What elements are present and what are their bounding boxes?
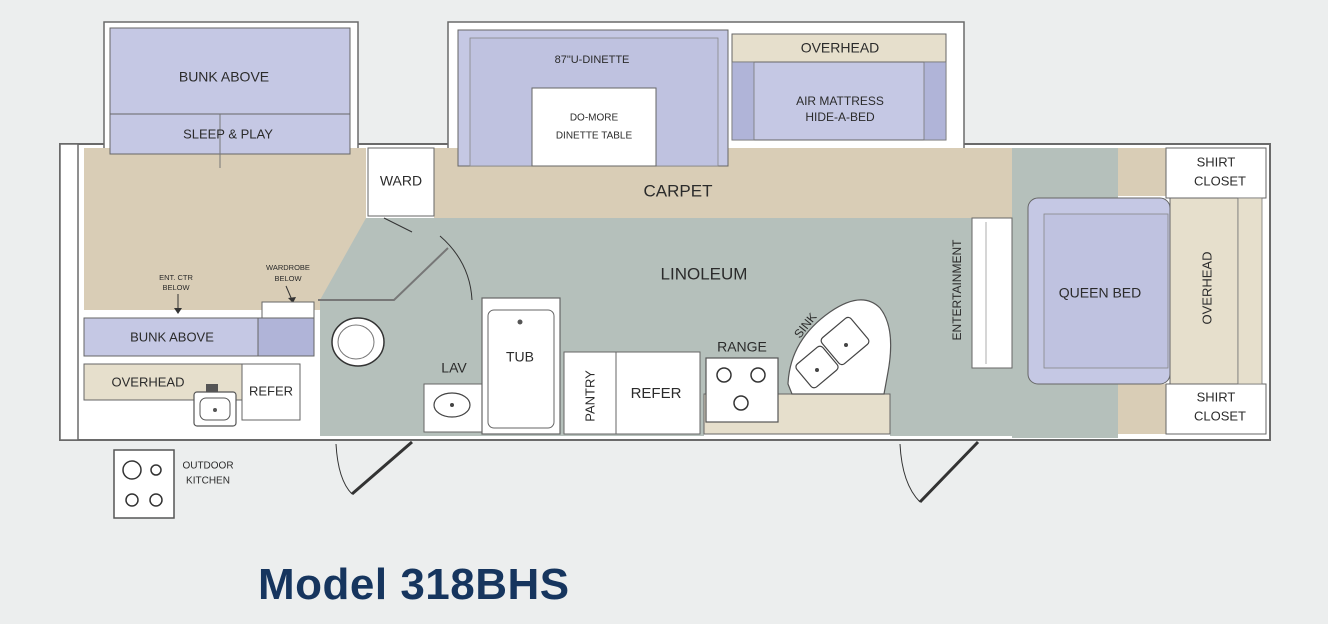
- toilet-seat: [337, 324, 375, 360]
- carpet-area-bunk: [84, 148, 366, 310]
- carpet-label: CARPET: [644, 181, 713, 200]
- outdoor-kitchen-label-2: KITCHEN: [186, 476, 230, 487]
- bath-door-arc: [439, 235, 473, 301]
- entry-door-2-arc: [899, 443, 921, 503]
- overhead-top-label: OVERHEAD: [801, 40, 880, 56]
- bunk-above-left-end: [257, 317, 315, 357]
- lav-drain: [450, 403, 454, 407]
- pantry-box: [563, 351, 617, 435]
- tub-basin: [487, 309, 555, 429]
- air-mattress-label-2: HIDE-A-BED: [805, 110, 875, 124]
- wardrobe-below-label-1: WARDROBE: [266, 263, 310, 272]
- refer-center-box: [615, 351, 701, 435]
- sink-drain-1: [815, 368, 819, 372]
- ward-label: WARD: [380, 173, 422, 189]
- wardrobe-below-label-2: BELOW: [274, 274, 302, 283]
- lav-label: LAV: [441, 360, 467, 376]
- bunk-above-top-box: [109, 27, 351, 115]
- ent-ctr-below-label-1: ENT. CTR: [159, 273, 193, 282]
- bathroom-wall: [318, 247, 449, 301]
- refer-left-box: [241, 363, 301, 421]
- shirt-closet-bottom-label-2: CLOSET: [1194, 408, 1246, 423]
- entry-door-1-arc: [335, 443, 353, 495]
- outdoor-burner-4: [149, 493, 163, 507]
- shirt-closet-bottom-box: [1165, 383, 1267, 435]
- sleep-play-label: SLEEP & PLAY: [183, 126, 273, 141]
- sink-basin-2: [820, 316, 870, 366]
- overhead-left-label: OVERHEAD: [112, 374, 185, 389]
- air-mattress-label-1: AIR MATTRESS: [796, 94, 884, 108]
- range-label: RANGE: [717, 339, 767, 355]
- sink-drain-2: [844, 343, 848, 347]
- model-title: Model 318BHS: [258, 560, 570, 609]
- carpet-closet-top: [1118, 148, 1166, 196]
- ward-door-swing: [383, 217, 413, 233]
- ward-box: [367, 147, 435, 217]
- range-burner-1: [716, 367, 732, 383]
- carpet-closet-bottom: [1118, 384, 1166, 434]
- ent-ctr-arrowhead: [174, 308, 182, 314]
- range-burner-3: [733, 395, 749, 411]
- outdoor-kitchen-label-1: OUTDOOR: [182, 461, 233, 472]
- pantry-label: PANTRY: [582, 370, 597, 422]
- range-burner-2: [750, 367, 766, 383]
- range-box: [705, 357, 779, 423]
- entry-door-1: [351, 440, 413, 496]
- bunk-above-left-label: BUNK ABOVE: [130, 329, 214, 344]
- refer-left-label: REFER: [249, 383, 293, 398]
- outdoor-burner-2: [150, 464, 162, 476]
- dinette-table: [531, 87, 657, 167]
- queen-bed-label: QUEEN BED: [1059, 285, 1141, 301]
- air-mattress-arm-right: [923, 61, 947, 141]
- queen-bed-mattress: [1043, 213, 1169, 369]
- outdoor-sink-drain: [213, 408, 217, 412]
- overhead-right-label: OVERHEAD: [1199, 252, 1214, 325]
- sink-basin-1: [795, 345, 839, 389]
- shirt-closet-top-box: [1165, 147, 1267, 199]
- entertainment-box: [971, 217, 1013, 369]
- dinette-label: 87"U-DINETTE: [555, 54, 630, 66]
- shirt-closet-top-label-1: SHIRT: [1197, 154, 1236, 169]
- entry-door-2: [918, 440, 980, 504]
- overhead-right-strip: [1237, 197, 1263, 385]
- overhead-right-box: [1169, 197, 1239, 385]
- bunk-above-top-label: BUNK ABOVE: [179, 69, 269, 85]
- sleep-play-box: [109, 113, 351, 155]
- outdoor-faucet: [206, 384, 218, 392]
- dinette-table-label-1: DO-MORE: [570, 113, 619, 124]
- tub-label: TUB: [506, 349, 534, 365]
- air-mattress-box: [731, 61, 947, 141]
- ent-ctr-below-label-2: BELOW: [162, 283, 190, 292]
- entertainment-label: ENTERTAINMENT: [950, 239, 964, 341]
- dinette-table-label-2: DINETTE TABLE: [556, 131, 633, 142]
- linoleum-label: LINOLEUM: [661, 264, 748, 283]
- shirt-closet-top-label-2: CLOSET: [1194, 173, 1246, 188]
- refer-center-label: REFER: [631, 385, 682, 402]
- wardrobe-arrowhead: [288, 297, 296, 303]
- shirt-closet-bottom-label-1: SHIRT: [1197, 389, 1236, 404]
- wardrobe-cabinet: [261, 301, 315, 319]
- overhead-top-box: [731, 33, 947, 63]
- tub-drain: [517, 319, 523, 325]
- bunk-above-left-box: [83, 317, 259, 357]
- air-mattress-arm-left: [731, 61, 755, 141]
- outdoor-burner-3: [125, 493, 139, 507]
- outdoor-burner-1: [122, 460, 142, 480]
- rear-wall-strip: [59, 143, 79, 441]
- outdoor-kitchen-box: [113, 449, 175, 519]
